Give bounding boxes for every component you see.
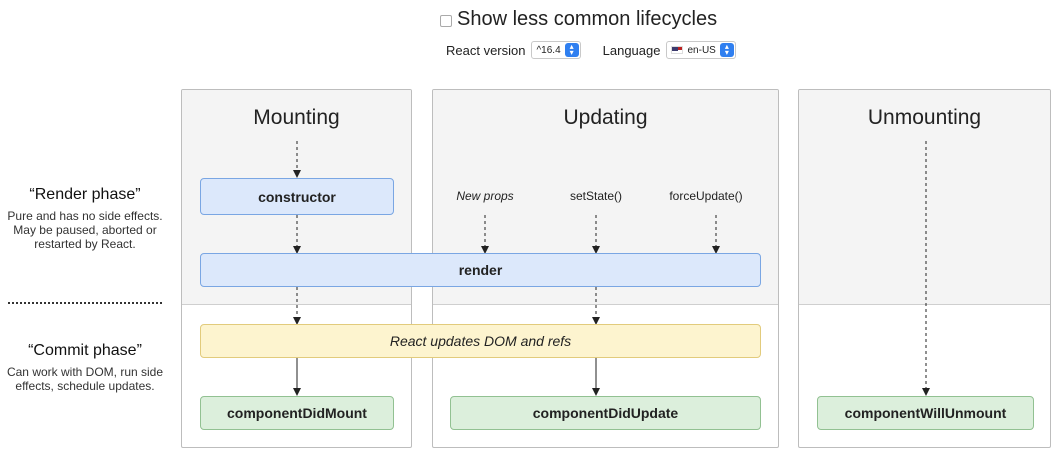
stepper-icon: ▴▾: [719, 43, 734, 57]
phase-divider: [8, 302, 162, 304]
component-did-mount-box: componentDidMount: [200, 396, 394, 430]
updating-title: Updating: [563, 106, 648, 129]
render-phase-title: “Render phase”: [29, 186, 141, 203]
react-version-select[interactable]: ^16.4 ▴▾: [531, 41, 581, 59]
component-will-unmount-box: componentWillUnmount: [817, 396, 1034, 430]
set-state-trigger: setState(): [569, 189, 623, 203]
controls-bar: React version ^16.4 ▴▾ Language en-US ▴▾: [446, 40, 736, 60]
arrowhead: [293, 170, 301, 178]
arrowhead: [293, 317, 301, 325]
mounting-title: Mounting: [253, 106, 340, 129]
commit-phase-description: Can work with DOM, run side effects, sch…: [6, 365, 164, 393]
component-did-update-box: componentDidUpdate: [450, 396, 761, 430]
new-props-trigger: New props: [456, 189, 514, 203]
constructor-box: constructor: [200, 178, 394, 215]
render-phase-description: Pure and has no side effects. May be pau…: [7, 209, 163, 251]
unmounting-title: Unmounting: [867, 106, 982, 129]
show-less-common-toggle[interactable]: Show less common lifecycles: [440, 6, 717, 32]
react-version-label: React version: [446, 42, 526, 58]
language-value: en-US: [687, 44, 716, 56]
arrowhead: [481, 246, 489, 254]
commit-phase-label: “Commit phase” Can work with DOM, run si…: [5, 342, 165, 393]
stepper-icon: ▴▾: [564, 43, 579, 57]
checkbox-icon[interactable]: [440, 15, 452, 27]
force-update-trigger: forceUpdate(): [669, 189, 743, 203]
render-phase-area: [799, 90, 1050, 305]
toggle-label: Show less common lifecycles: [457, 7, 718, 30]
render-box: render: [200, 253, 761, 287]
commit-phase-title: “Commit phase”: [28, 342, 142, 359]
render-phase-label: “Render phase” Pure and has no side effe…: [5, 186, 165, 251]
react-version-value: ^16.4: [536, 44, 561, 56]
arrowhead: [293, 246, 301, 254]
arrowhead: [712, 246, 720, 254]
dom-update-box: React updates DOM and refs: [200, 324, 761, 358]
language-select[interactable]: en-US ▴▾: [666, 41, 736, 59]
us-flag-icon: [671, 46, 684, 54]
arrowhead: [592, 388, 600, 396]
arrowhead: [293, 388, 301, 396]
arrowhead: [592, 317, 600, 325]
language-label: Language: [602, 42, 661, 58]
arrowhead: [922, 388, 930, 396]
arrowhead: [592, 246, 600, 254]
